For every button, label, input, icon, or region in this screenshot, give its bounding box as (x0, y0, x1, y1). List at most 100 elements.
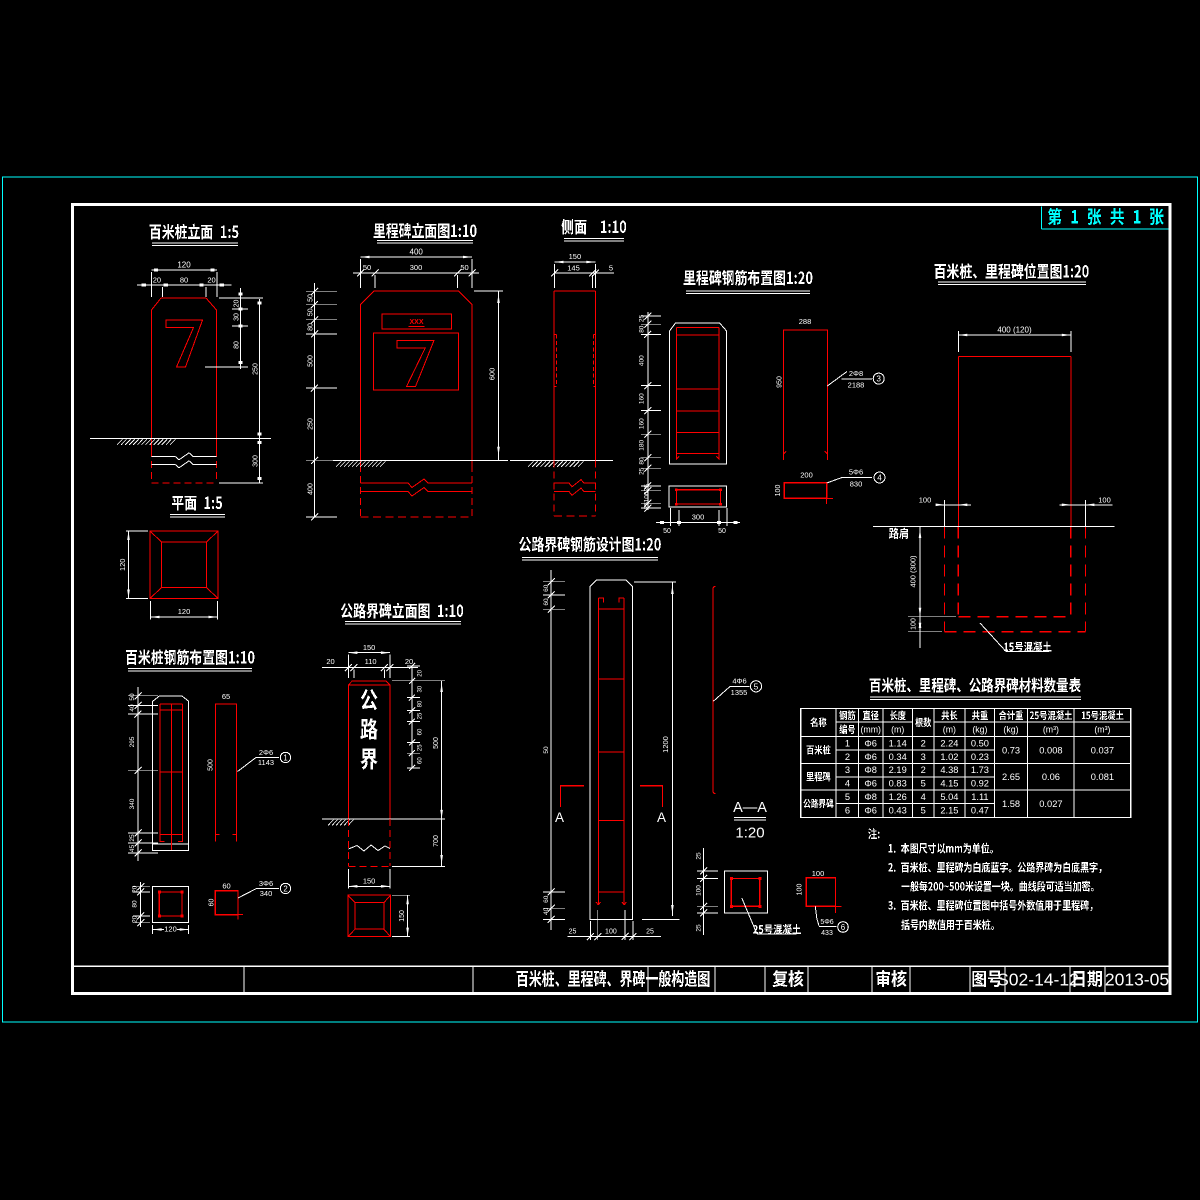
svg-text:700: 700 (433, 835, 440, 847)
svg-text:25: 25 (695, 924, 702, 932)
svg-text:4: 4 (845, 779, 850, 789)
svg-text:20: 20 (131, 885, 138, 893)
svg-text:3Φ6: 3Φ6 (259, 879, 273, 888)
svg-text:A: A (555, 810, 564, 825)
svg-text:5: 5 (609, 264, 613, 273)
svg-text:433: 433 (821, 930, 833, 937)
svg-text:160: 160 (638, 393, 645, 404)
svg-text:25: 25 (418, 712, 424, 719)
svg-text:5.04: 5.04 (940, 792, 958, 802)
svg-text:500: 500 (208, 759, 215, 771)
svg-text:4Φ6: 4Φ6 (732, 677, 746, 686)
svg-text:2.19: 2.19 (889, 765, 907, 775)
svg-text:400: 400 (410, 247, 424, 256)
svg-text:0.50: 0.50 (971, 739, 989, 749)
svg-text:3: 3 (845, 765, 850, 775)
svg-text:1.11: 1.11 (971, 792, 988, 802)
svg-text:A—A: A—A (733, 800, 767, 816)
svg-text:1200: 1200 (661, 736, 670, 753)
svg-text:0.037: 0.037 (1091, 745, 1114, 755)
svg-text:100: 100 (695, 885, 702, 896)
svg-text:60: 60 (543, 584, 550, 592)
svg-text:120: 120 (164, 925, 177, 934)
svg-text:0.34: 0.34 (889, 752, 907, 762)
svg-text:5Φ6: 5Φ6 (849, 468, 863, 477)
svg-text:S02-14-12: S02-14-12 (997, 969, 1079, 989)
svg-text:5: 5 (845, 792, 850, 802)
svg-text:1: 1 (283, 753, 287, 762)
svg-text:50: 50 (308, 294, 315, 302)
svg-text:2.24: 2.24 (940, 739, 958, 749)
svg-text:2.15: 2.15 (940, 806, 958, 816)
svg-text:50: 50 (129, 693, 136, 701)
svg-text:20: 20 (131, 915, 138, 923)
svg-text:(kg): (kg) (972, 725, 987, 735)
svg-text:1.73: 1.73 (971, 765, 989, 775)
svg-text:288: 288 (799, 317, 812, 326)
svg-text:(m³): (m³) (1094, 725, 1110, 735)
svg-text:1: 1 (845, 739, 850, 749)
svg-text:2: 2 (921, 765, 926, 775)
svg-text:60: 60 (543, 598, 550, 606)
svg-text:400: 400 (308, 483, 315, 495)
svg-text:XXX: XXX (409, 319, 423, 326)
svg-text:25: 25 (418, 744, 424, 751)
svg-text:100: 100 (812, 869, 825, 878)
svg-text:Φ6: Φ6 (864, 806, 877, 816)
svg-text:145: 145 (567, 264, 580, 273)
svg-text:600: 600 (488, 368, 497, 381)
svg-text:300: 300 (692, 513, 705, 522)
svg-text:2013-05: 2013-05 (1105, 969, 1169, 989)
svg-text:80: 80 (638, 457, 645, 465)
svg-text:150: 150 (399, 910, 406, 922)
svg-text:60: 60 (209, 899, 216, 907)
svg-text:250: 250 (308, 418, 315, 430)
svg-text:120: 120 (177, 260, 191, 269)
svg-text:100: 100 (775, 485, 782, 497)
svg-text:0.43: 0.43 (889, 806, 907, 816)
svg-text:25: 25 (129, 834, 136, 842)
svg-text:(m): (m) (943, 725, 956, 735)
svg-text:20: 20 (326, 657, 334, 666)
svg-text:Φ6: Φ6 (864, 739, 877, 749)
svg-text:340: 340 (260, 889, 273, 898)
svg-text:2: 2 (283, 884, 287, 893)
svg-text:30: 30 (418, 685, 424, 692)
svg-text:0.027: 0.027 (1039, 799, 1062, 809)
svg-text:0.73: 0.73 (1002, 745, 1020, 755)
svg-text:110: 110 (365, 657, 377, 666)
svg-text:45: 45 (129, 845, 136, 853)
svg-text:Φ8: Φ8 (864, 765, 877, 775)
svg-text:0.83: 0.83 (889, 779, 907, 789)
svg-text:25: 25 (569, 929, 577, 936)
svg-text:80: 80 (638, 325, 645, 333)
svg-text:5Φ6: 5Φ6 (820, 919, 833, 926)
svg-text:80: 80 (180, 276, 188, 285)
svg-text:150: 150 (363, 643, 376, 652)
svg-text:120: 120 (178, 607, 191, 616)
svg-text:80: 80 (308, 323, 315, 331)
svg-text:1.02: 1.02 (940, 752, 958, 762)
svg-text:60: 60 (543, 895, 550, 903)
svg-text:A: A (657, 810, 666, 825)
svg-text:Φ6: Φ6 (864, 779, 877, 789)
svg-text:500: 500 (433, 737, 440, 749)
svg-text:0.47: 0.47 (971, 806, 989, 816)
svg-text:(kg): (kg) (1003, 725, 1018, 735)
svg-text:180: 180 (638, 439, 645, 450)
svg-text:2Φ8: 2Φ8 (849, 369, 863, 378)
svg-text:500: 500 (308, 355, 315, 367)
svg-text:5: 5 (921, 806, 926, 816)
svg-text:0.008: 0.008 (1039, 745, 1062, 755)
svg-text:0.23: 0.23 (971, 752, 989, 762)
svg-text:20: 20 (207, 276, 215, 285)
svg-text:1355: 1355 (731, 688, 748, 697)
svg-text:2Φ6: 2Φ6 (259, 748, 273, 757)
svg-text:160: 160 (638, 418, 645, 429)
svg-text:80: 80 (234, 341, 241, 349)
svg-text:40: 40 (129, 704, 136, 712)
svg-text:25: 25 (646, 929, 654, 936)
svg-text:1.58: 1.58 (1002, 799, 1020, 809)
svg-text:0.06: 0.06 (1042, 772, 1060, 782)
svg-text:1.26: 1.26 (889, 792, 907, 802)
